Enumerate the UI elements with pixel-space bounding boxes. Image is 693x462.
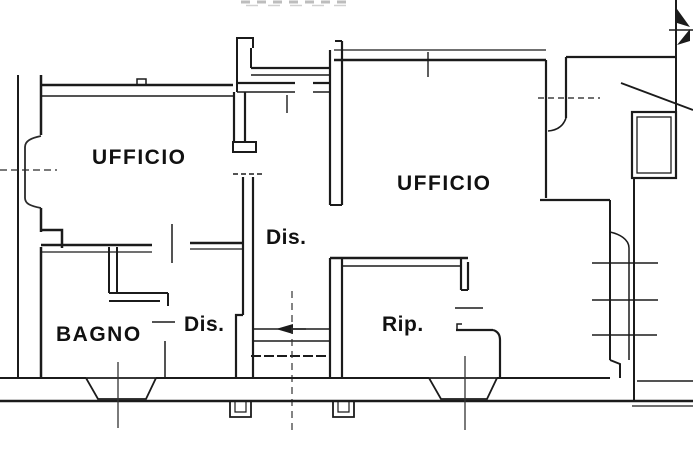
axis-centerlines bbox=[117, 356, 466, 430]
ufficio-left-walls bbox=[41, 78, 233, 97]
bay-window bbox=[592, 178, 658, 401]
rip-walls bbox=[328, 256, 502, 379]
room-label-ufficio-right: UFFICIO bbox=[397, 171, 492, 196]
corridor-right-wall bbox=[328, 40, 344, 206]
diagonal-section-line bbox=[620, 82, 693, 111]
bottom-walls bbox=[0, 377, 693, 418]
room-label-rip: Rip. bbox=[382, 312, 424, 337]
pilaster-notch bbox=[332, 401, 355, 418]
room-label-dis-lower: Dis. bbox=[184, 312, 225, 337]
splayed-window-bagno bbox=[84, 377, 158, 400]
room-label-dis-upper: Dis. bbox=[266, 225, 307, 250]
bagno-walls bbox=[41, 224, 243, 378]
ufficio-right-walls bbox=[334, 49, 676, 202]
central-wall-column bbox=[232, 37, 330, 378]
direction-arrow bbox=[276, 324, 293, 334]
room-label-ufficio-left: UFFICIO bbox=[92, 145, 187, 170]
wall-notch bbox=[136, 78, 147, 85]
room-label-bagno: BAGNO bbox=[56, 322, 142, 347]
left-window-niche bbox=[0, 135, 57, 209]
pilaster-notch bbox=[229, 401, 252, 418]
corridor-steps bbox=[251, 324, 331, 357]
splayed-window-rip bbox=[427, 377, 499, 400]
clipped-text-fragment bbox=[241, 0, 352, 7]
top-right-window-rect bbox=[630, 110, 678, 180]
section-arrow-marker bbox=[669, 0, 693, 160]
